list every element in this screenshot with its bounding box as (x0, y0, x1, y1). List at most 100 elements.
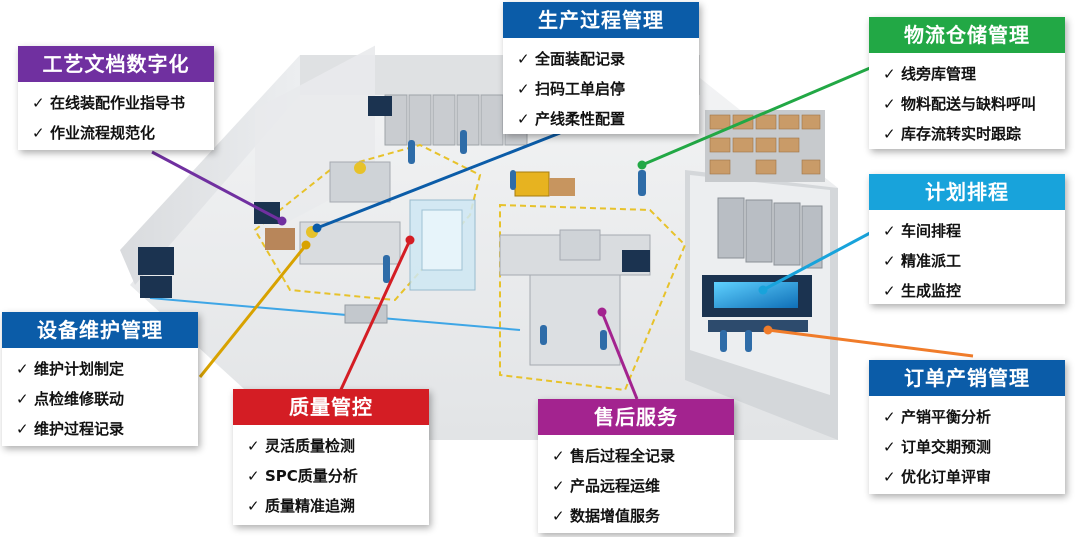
check-icon: ✓ (883, 252, 896, 270)
card-item: ✓维护过程记录 (16, 414, 198, 444)
card-item-label: 扫码工单启停 (535, 80, 626, 98)
blue-floor-line (149, 297, 521, 331)
check-icon: ✓ (552, 477, 565, 495)
card-item: ✓ SPC质量分析 (247, 461, 429, 491)
connector-orders (767, 328, 974, 358)
control-screens (702, 275, 812, 332)
card-item: ✓产销平衡分析 (883, 402, 1065, 432)
card-item: ✓ 订单交期预测 (883, 432, 1065, 462)
connector-production (316, 131, 561, 230)
card-title: 质量管控 (233, 389, 429, 425)
card-item-label: 全面装配记录 (535, 50, 626, 68)
check-icon: ✓ (883, 65, 896, 83)
check-icon: ✓ (16, 360, 29, 378)
check-icon: ✓ (517, 110, 530, 128)
card-item-label: 订单交期预测 (901, 438, 992, 456)
card-item-label: 作业流程规范化 (50, 124, 156, 142)
floor-cart (344, 304, 388, 324)
card-item: ✓ 扫码工单启停 (517, 74, 699, 104)
connector-equipment (198, 244, 308, 378)
card-item-label: 产线柔性配置 (535, 110, 626, 128)
card-item: ✓库存流转实时跟踪 (883, 119, 1065, 149)
card-items: ✓ 灵活质量检测 ✓ SPC质量分析 ✓ 质量精准追溯 (233, 425, 429, 525)
card-item: ✓ 优化订单评审 (883, 462, 1065, 492)
card-after-sales: 售后服务 ✓ 售后过程全记录 ✓ 产品远程运维 ✓ 数据增值服务 (538, 399, 734, 533)
floor-safety-lines (253, 143, 687, 392)
card-item: ✓ 产线柔性配置 (517, 104, 699, 134)
card-item-label: 生成监控 (901, 282, 962, 300)
check-icon: ✓ (883, 282, 896, 300)
card-item-label: 售后过程全记录 (570, 447, 676, 465)
card-items: ✓ 售后过程全记录 ✓ 产品远程运维 ✓ 数据增值服务 (538, 435, 734, 535)
card-items: ✓ 线旁库管理 ✓ 物料配送与缺料呼叫 ✓库存流转实时跟踪 (869, 53, 1065, 153)
check-icon: ✓ (16, 390, 29, 408)
card-logistics: 物流仓储管理 ✓ 线旁库管理 ✓ 物料配送与缺料呼叫 ✓库存流转实时跟踪 (869, 17, 1065, 149)
card-items: ✓车间排程✓精准派工✓生成监控 (869, 210, 1065, 310)
warehouse-shelves (705, 110, 825, 182)
check-icon: ✓ (883, 438, 896, 456)
card-item: ✓ 产品远程运维 (552, 471, 734, 501)
card-item: ✓ 全面装配记录 (517, 44, 699, 74)
workers (383, 130, 752, 352)
card-item-label: 点检维修联动 (34, 390, 125, 408)
check-icon: ✓ (32, 94, 45, 112)
card-planning: 计划排程 ✓车间排程✓精准派工✓生成监控 (869, 174, 1065, 304)
card-item: ✓ 维护计划制定 (16, 354, 198, 384)
cleanroom-unit (409, 199, 476, 291)
card-item-label: 产品远程运维 (570, 477, 661, 495)
card-item: ✓车间排程 (883, 216, 1065, 246)
card-item: ✓ 物料配送与缺料呼叫 (883, 89, 1065, 119)
card-title: 设备维护管理 (2, 312, 198, 348)
card-title: 物流仓储管理 (869, 17, 1065, 53)
card-item-label: 质量精准追溯 (265, 497, 356, 515)
card-item-label: 数据增值服务 (570, 507, 661, 525)
card-item-label: 在线装配作业指导书 (50, 94, 186, 112)
card-quality: 质量管控 ✓ 灵活质量检测 ✓ SPC质量分析 ✓ 质量精准追溯 (233, 389, 429, 525)
card-item-label: 物料配送与缺料呼叫 (901, 95, 1037, 113)
connector-craft-docs (151, 150, 283, 223)
card-item: ✓ 灵活质量检测 (247, 431, 429, 461)
card-item: ✓ 线旁库管理 (883, 59, 1065, 89)
card-equipment: 设备维护管理 ✓ 维护计划制定 ✓ 点检维修联动 ✓维护过程记录 (2, 312, 198, 446)
card-item: ✓ 点检维修联动 (16, 384, 198, 414)
forklift (514, 171, 575, 197)
card-item: ✓ 生成监控 (883, 276, 1065, 306)
check-icon: ✓ (552, 507, 565, 525)
check-icon: ✓ (247, 437, 260, 455)
check-icon: ✓ (247, 467, 260, 485)
card-items: ✓ 在线装配作业指导书 ✓作业流程规范化 (18, 82, 214, 152)
check-icon: ✓ (883, 222, 896, 240)
card-items: ✓ 维护计划制定 ✓ 点检维修联动 ✓维护过程记录 (2, 348, 198, 448)
card-item: ✓ 精准派工 (883, 246, 1065, 276)
card-item: ✓作业流程规范化 (32, 118, 214, 148)
check-icon: ✓ (247, 497, 260, 515)
card-items: ✓产销平衡分析✓订单交期预测✓优化订单评审 (869, 396, 1065, 496)
card-item-label: SPC质量分析 (265, 467, 358, 485)
check-icon: ✓ (883, 125, 896, 143)
check-icon: ✓ (517, 80, 530, 98)
card-title: 订单产销管理 (869, 360, 1065, 396)
card-item-label: 线旁库管理 (901, 65, 977, 83)
check-icon: ✓ (16, 420, 29, 438)
card-item-label: 精准派工 (901, 252, 962, 270)
check-icon: ✓ (517, 50, 530, 68)
check-icon: ✓ (883, 95, 896, 113)
card-item-label: 优化订单评审 (901, 468, 992, 486)
card-title: 售后服务 (538, 399, 734, 435)
connector-lines (151, 66, 974, 400)
card-item: ✓ 在线装配作业指导书 (32, 88, 214, 118)
card-item: ✓ 质量精准追溯 (247, 491, 429, 521)
card-item: ✓ 数据增值服务 (552, 501, 734, 531)
card-item-label: 灵活质量检测 (265, 437, 356, 455)
card-item: ✓ 售后过程全记录 (552, 441, 734, 471)
card-item-label: 维护计划制定 (34, 360, 125, 378)
card-craft-docs: 工艺文档数字化 ✓在线装配作业指导书✓作业流程规范化 (18, 46, 214, 150)
connector-quality (336, 239, 412, 397)
connector-dots (277, 160, 773, 335)
check-icon: ✓ (552, 447, 565, 465)
check-icon: ✓ (883, 408, 896, 426)
connector-logistics (641, 66, 871, 167)
connector-planning (762, 231, 871, 292)
check-icon: ✓ (883, 468, 896, 486)
